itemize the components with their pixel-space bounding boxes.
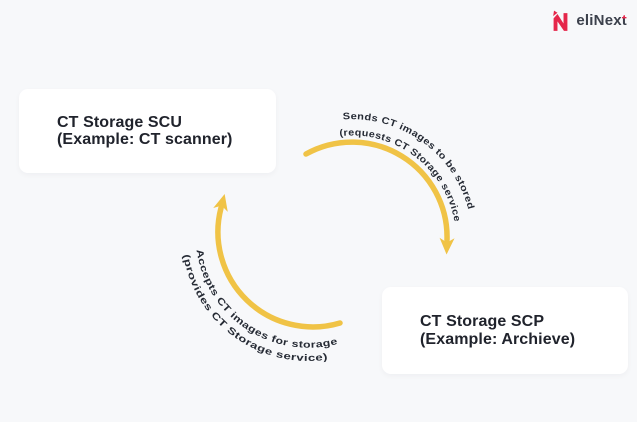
brand-name-accent: t [621,12,627,29]
arrow-scp-to-scu-label-line1: Accepts CT images for storage [193,249,338,351]
node-ct-storage-scu: CT Storage SCU (Example: CT scanner) [19,89,276,173]
arrow-scu-to-scp [303,139,455,255]
arrow-scp-to-scu-label-line2: (provides CT Storage service) [180,253,328,364]
arrow-scu-to-scp-label-line1: Sends CT images to be stored [342,111,476,211]
elinext-n-icon [553,10,568,31]
scu-title: CT Storage SCU [57,113,182,131]
arrow-scp-to-scu [213,193,343,330]
brand-name: eliNext [576,13,627,28]
scp-subtitle: (Example: Archieve) [420,330,576,348]
scu-subtitle: (Example: CT scanner) [57,131,233,148]
brand-logo: eliNext [551,10,627,31]
brand-name-prefix: eliNex [576,12,622,29]
node-ct-storage-scp: CT Storage SCP (Example: Archieve) [382,287,628,374]
arrow-scu-to-scp-label-line2: (requests CT Storage service [339,127,462,222]
scp-title: CT Storage SCP [420,313,545,330]
